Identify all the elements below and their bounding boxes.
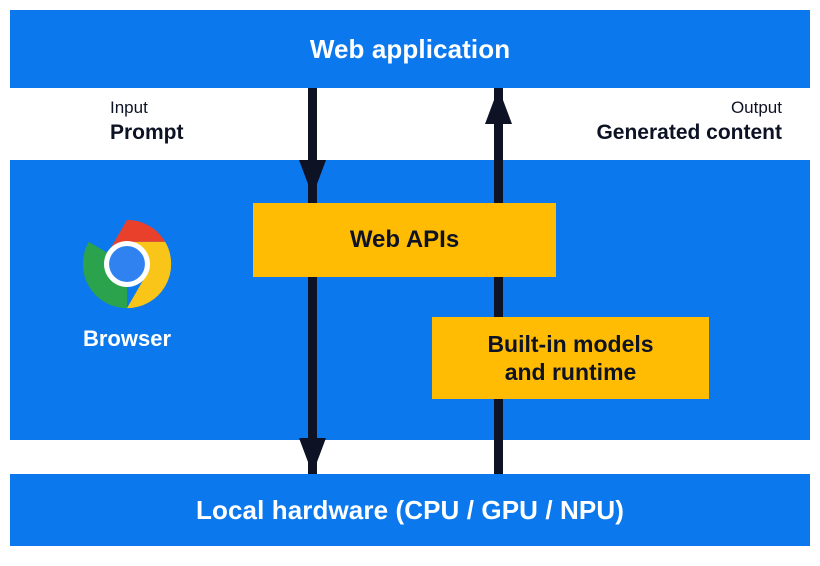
band-local-hardware-label: Local hardware (CPU / GPU / NPU): [196, 494, 624, 525]
band-local-hardware: Local hardware (CPU / GPU / NPU): [10, 474, 810, 546]
browser-cluster: Browser: [62, 218, 192, 352]
output-kicker: Output: [730, 98, 782, 117]
band-web-application-label: Web application: [309, 33, 511, 64]
box-built-in-models-label: Built-in models and runtime: [487, 330, 653, 386]
box-web-apis-label: Web APIs: [349, 226, 460, 254]
input-kicker: Input: [110, 98, 148, 117]
chrome-logo-icon: [82, 219, 172, 309]
output-caption: Output Generated content: [596, 98, 782, 145]
output-value: Generated content: [596, 120, 782, 144]
box-built-in-models-line1: Built-in models: [487, 330, 654, 357]
browser-label: Browser: [82, 326, 172, 351]
band-web-application: Web application: [10, 10, 810, 88]
box-built-in-models-line2: and runtime: [504, 359, 637, 385]
box-web-apis[interactable]: Web APIs: [253, 203, 556, 277]
input-value: Prompt: [110, 120, 184, 144]
input-caption: Input Prompt: [110, 98, 184, 145]
box-built-in-models[interactable]: Built-in models and runtime: [432, 317, 709, 399]
